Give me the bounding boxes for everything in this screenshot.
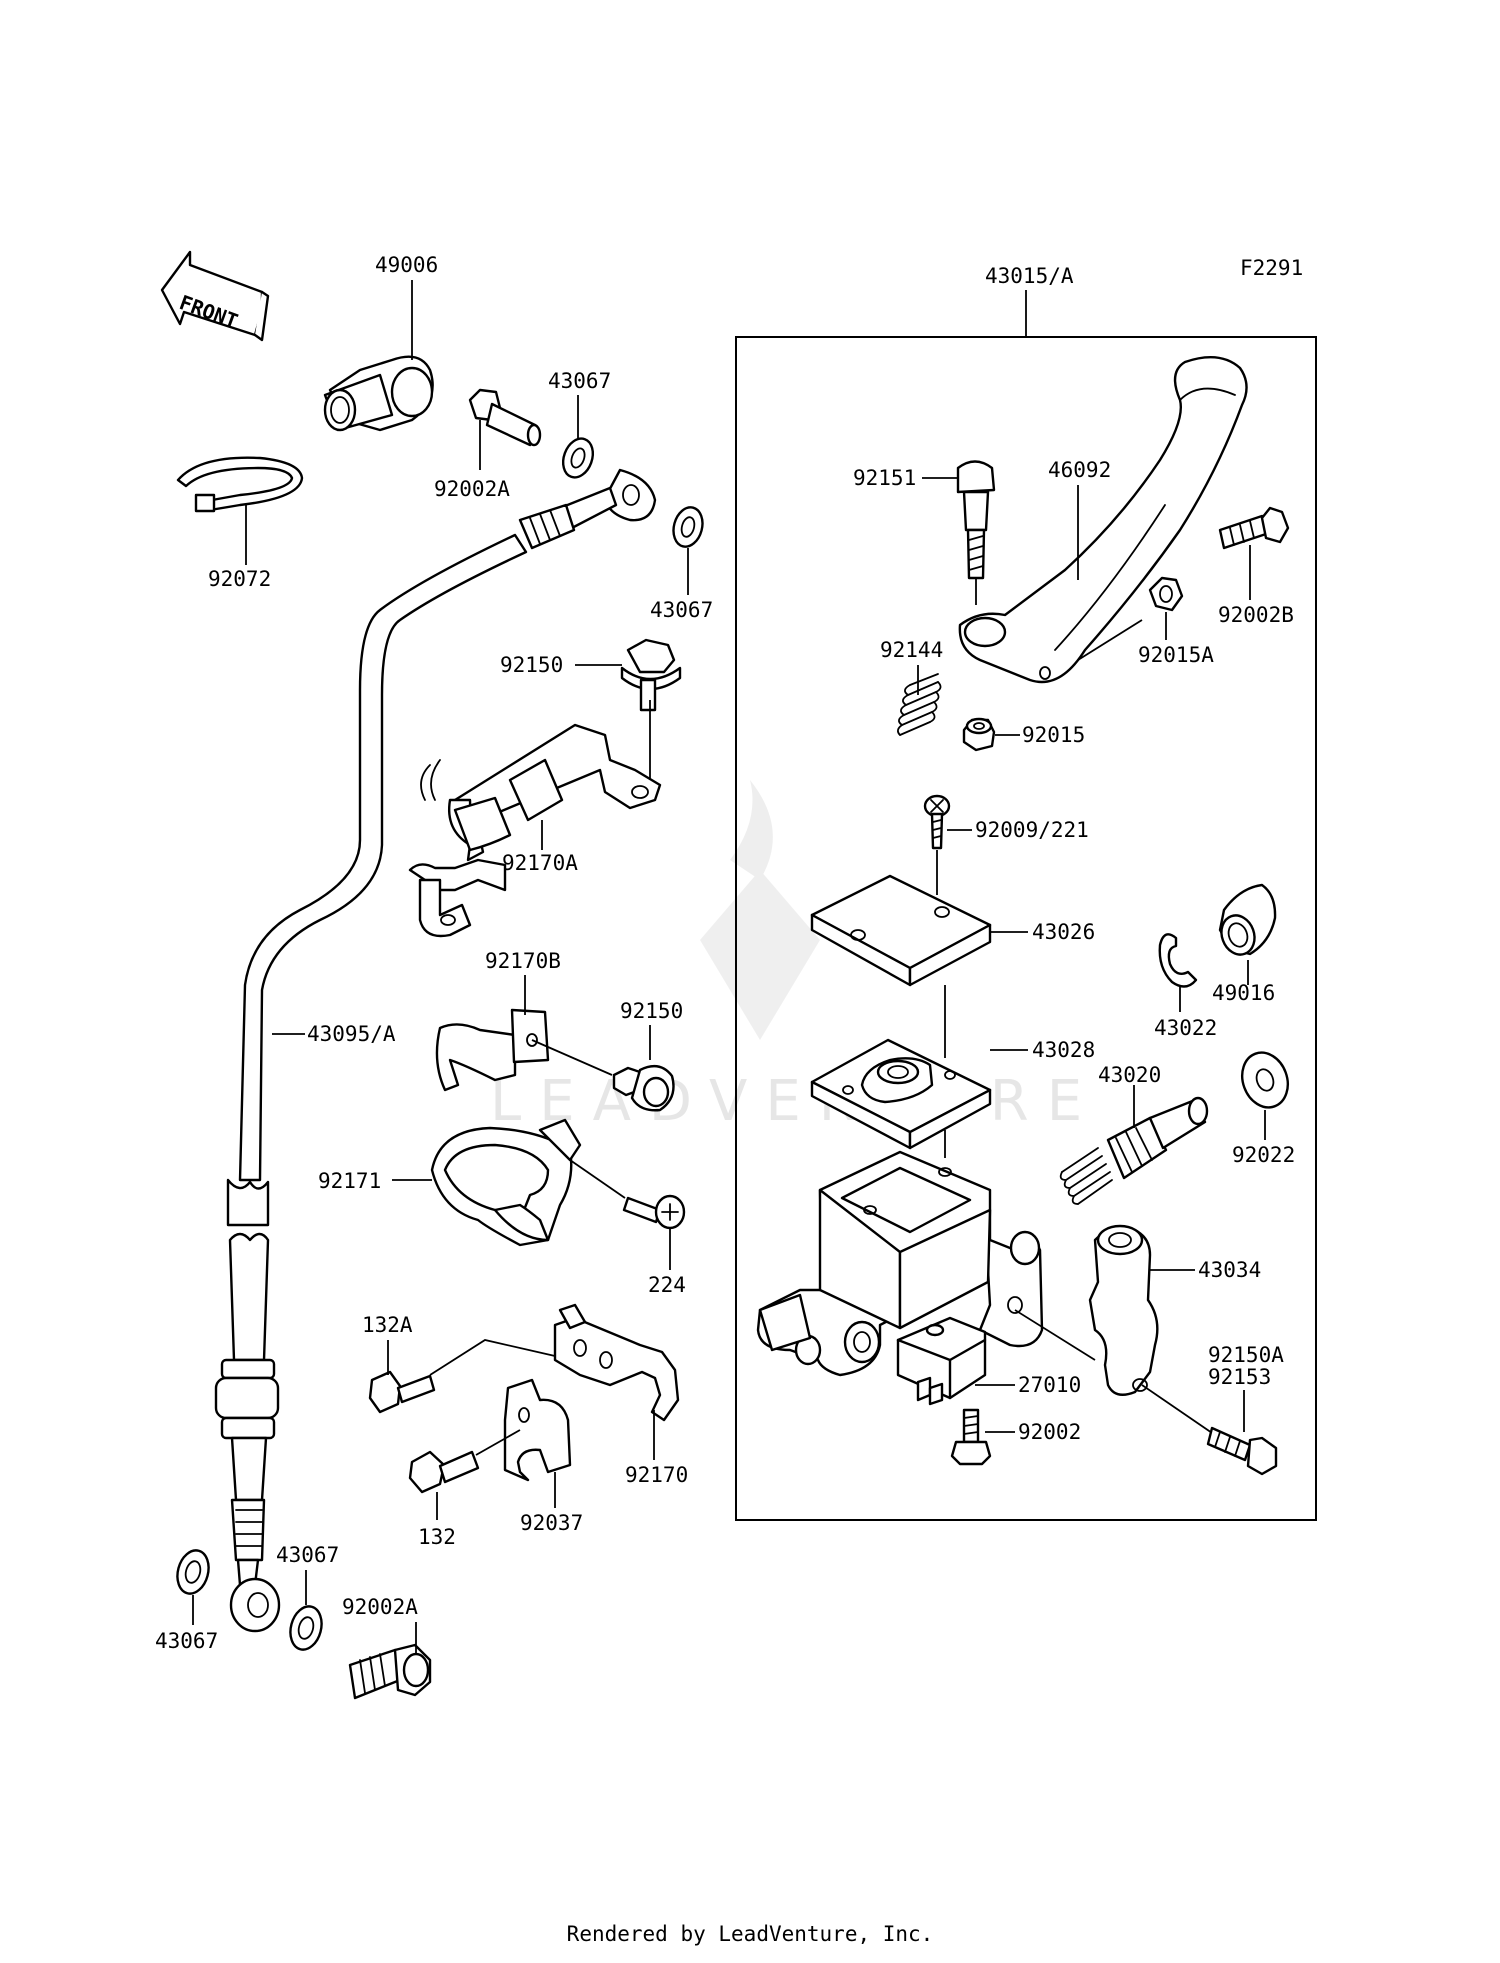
label-43067-mid: 43067 <box>650 598 713 622</box>
bracket-92170 <box>553 1303 680 1422</box>
bolt-132A <box>368 1370 436 1414</box>
footer-credit: Rendered by LeadVenture, Inc. <box>566 1922 934 1946</box>
label-49006: 49006 <box>375 253 438 277</box>
watermark-logo <box>700 780 820 1040</box>
brake-hose-43095A <box>214 468 657 1633</box>
label-92037: 92037 <box>520 1511 583 1535</box>
label-43020: 43020 <box>1098 1063 1161 1087</box>
label-43067-bottom-left: 43067 <box>155 1629 218 1653</box>
brake-lever-46092 <box>958 356 1248 684</box>
holder-43034 <box>1088 1224 1159 1396</box>
label-92150A: 92150A <box>1208 1343 1284 1367</box>
master-cylinder-body <box>756 1150 1044 1377</box>
label-92151: 92151 <box>853 466 916 490</box>
label-92015A: 92015A <box>1138 643 1214 667</box>
bolt-92002B <box>1218 506 1290 550</box>
washer-43067-mid <box>672 506 704 548</box>
label-92150-mid: 92150 <box>620 999 683 1023</box>
nut-92015A <box>1148 576 1184 612</box>
label-27010: 27010 <box>1018 1373 1081 1397</box>
piston-43020 <box>1059 1096 1209 1205</box>
bolt-92150A-92153 <box>1206 1426 1278 1476</box>
label-92153: 92153 <box>1208 1365 1271 1389</box>
label-43034: 43034 <box>1198 1258 1261 1282</box>
label-43067-top: 43067 <box>548 369 611 393</box>
label-92171: 92171 <box>318 1169 381 1193</box>
screw-92002 <box>950 1408 992 1466</box>
washer-43067-top <box>561 437 595 479</box>
spring-92144 <box>897 673 942 736</box>
dust-boot-49016 <box>1218 883 1277 956</box>
label-92170A: 92170A <box>502 851 578 875</box>
label-132: 132 <box>418 1525 456 1549</box>
label-49016: 49016 <box>1212 981 1275 1005</box>
label-43095A: 43095/A <box>307 1022 396 1046</box>
label-46092: 46092 <box>1048 458 1111 482</box>
nut-92015 <box>962 717 996 752</box>
bracket-92170A <box>408 700 662 938</box>
label-43026: 43026 <box>1032 920 1095 944</box>
washer-43067-bottom-left <box>176 1549 210 1595</box>
label-92009-221: 92009/221 <box>975 818 1089 842</box>
circlip-43022 <box>1158 933 1198 988</box>
bolt-132 <box>408 1450 480 1494</box>
brake-switch-27010 <box>896 1316 987 1406</box>
banjo-cap-49006 <box>323 355 434 432</box>
label-43028: 43028 <box>1032 1038 1095 1062</box>
label-43015A: 43015/A <box>985 264 1074 288</box>
label-43022: 43022 <box>1154 1016 1217 1040</box>
label-92144: 92144 <box>880 638 943 662</box>
label-92002: 92002 <box>1018 1420 1081 1444</box>
front-arrow-icon: FRONT <box>160 250 270 342</box>
label-132A: 132A <box>362 1313 413 1337</box>
banjo-bolt-92002A-top <box>468 388 542 447</box>
figure-code: F2291 <box>1240 256 1303 280</box>
banjo-bolt-92002A-bottom <box>348 1643 432 1700</box>
reservoir-cap-43026 <box>810 874 992 987</box>
clamp-92171 <box>430 1118 582 1247</box>
label-92072: 92072 <box>208 567 271 591</box>
label-92015: 92015 <box>1022 723 1085 747</box>
watermark-text: LEADVENTURE <box>490 1069 1100 1134</box>
clamp-92170B <box>435 975 550 1092</box>
washer-43067-bottom-right <box>289 1605 323 1651</box>
label-92002B: 92002B <box>1218 603 1294 627</box>
screw-92009-221 <box>923 794 951 850</box>
clamp-92037 <box>503 1378 572 1482</box>
label-92170: 92170 <box>625 1463 688 1487</box>
washer-92022 <box>1241 1051 1289 1109</box>
screw-224 <box>622 1194 686 1230</box>
bolt-92150-top <box>620 638 682 712</box>
label-92150-top: 92150 <box>500 653 563 677</box>
diaphragm-43028 <box>810 1038 992 1150</box>
pivot-bolt-92151 <box>956 460 996 580</box>
label-92002A-top: 92002A <box>434 477 510 501</box>
label-224: 224 <box>648 1273 686 1297</box>
tie-band-92072 <box>176 456 304 513</box>
label-43067-bottom-right: 43067 <box>276 1543 339 1567</box>
bolt-92150-mid <box>612 1064 675 1112</box>
label-92022: 92022 <box>1232 1143 1295 1167</box>
label-92170B: 92170B <box>485 949 561 973</box>
label-92002A-bottom: 92002A <box>342 1595 418 1619</box>
